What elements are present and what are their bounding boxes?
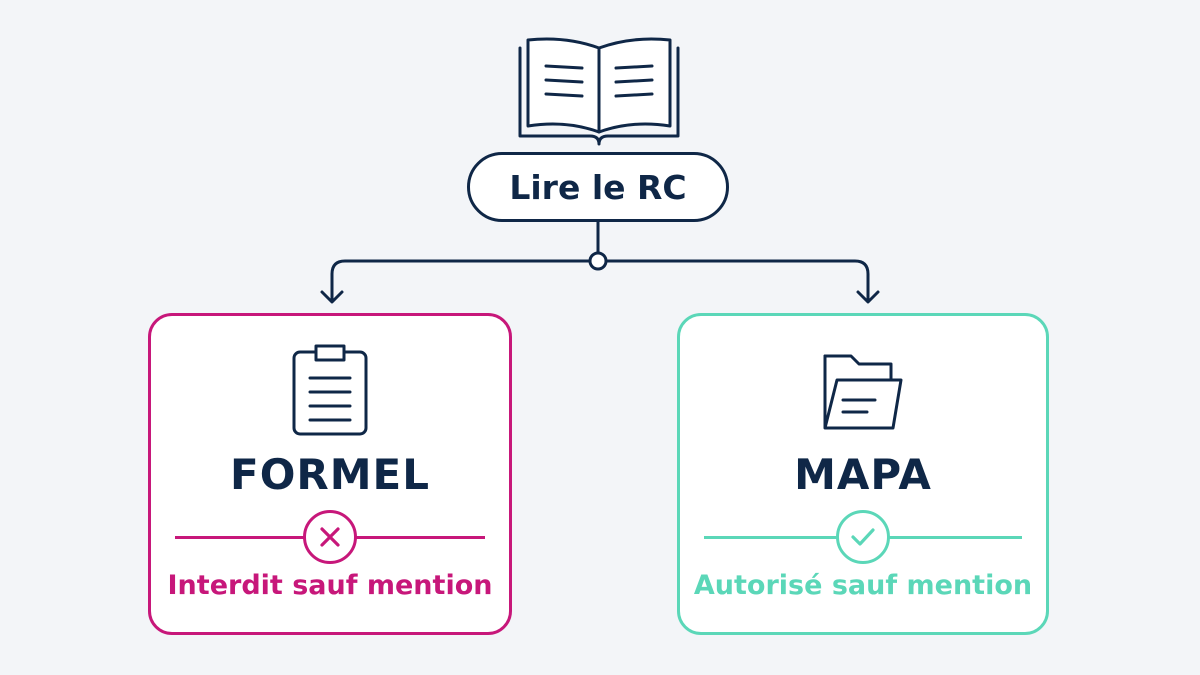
junction-node <box>588 251 608 271</box>
right-arrow-head <box>856 290 880 304</box>
left-arrow-head <box>320 290 344 304</box>
folder-icon <box>823 354 903 430</box>
mapa-note: Autorisé sauf mention <box>693 570 1033 601</box>
forbidden-badge <box>303 510 357 564</box>
left-branch-line <box>330 259 600 302</box>
clipboard-icon <box>292 344 368 436</box>
allowed-badge <box>836 510 890 564</box>
open-book-icon <box>518 37 680 146</box>
check-icon <box>851 528 875 546</box>
root-node: Lire le RC <box>467 152 729 222</box>
mapa-divider <box>704 510 1022 564</box>
mapa-title: MAPA <box>794 450 932 499</box>
formel-divider <box>175 510 485 564</box>
right-branch-line <box>596 259 870 302</box>
mapa-card: MAPA Autorisé sauf mention <box>677 313 1049 635</box>
formel-card: FORMEL Interdit sauf mention <box>148 313 512 635</box>
formel-title: FORMEL <box>230 450 430 499</box>
cross-icon <box>320 527 340 547</box>
formel-note: Interdit sauf mention <box>167 570 493 601</box>
root-label: Lire le RC <box>509 167 687 207</box>
